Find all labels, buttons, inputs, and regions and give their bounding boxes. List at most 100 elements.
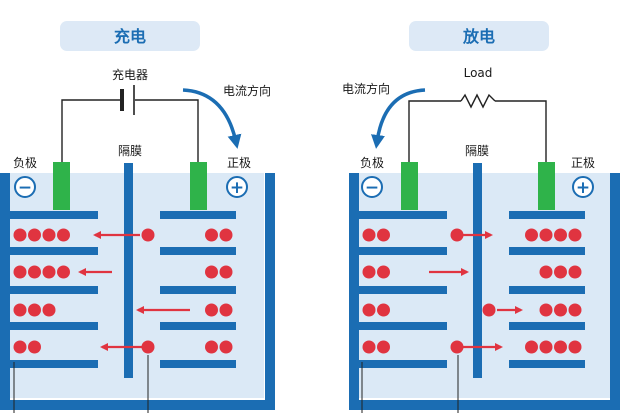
lithium-ion — [13, 303, 27, 317]
lithium-ion — [554, 340, 567, 354]
discharge-wire-right — [495, 100, 547, 162]
lithium-ion — [28, 265, 41, 279]
discharge-separator — [473, 163, 482, 378]
discharge-panel: 放电 Load 电流方向 负极 正极 隔膜 − + — [342, 21, 620, 413]
lithium-ion — [362, 340, 376, 354]
charge-positive-sign: + — [230, 178, 244, 198]
charge-wire — [61, 99, 121, 162]
lithium-ion — [568, 303, 582, 317]
lithium-ion — [219, 265, 233, 279]
lithium-ion — [13, 340, 27, 354]
anode-layer — [359, 247, 447, 255]
lithium-ion — [219, 340, 233, 354]
lithium-ion — [568, 265, 582, 279]
charge-title: 充电 — [114, 27, 146, 46]
cathode-layer — [160, 211, 236, 219]
load-label: Load — [464, 66, 493, 80]
anode-layer — [10, 360, 98, 368]
lithium-ion — [42, 228, 56, 242]
charge-positive-terminal — [190, 162, 207, 210]
discharge-positive-label: 正极 — [571, 156, 595, 170]
charge-positive-label: 正极 — [227, 156, 251, 170]
lithium-ion — [539, 228, 553, 242]
lithium-ion — [568, 228, 582, 242]
lithium-ion — [554, 303, 567, 317]
charge-negative-label: 负极 — [13, 156, 37, 170]
discharge-positive-terminal — [538, 162, 555, 210]
discharge-current-label: 电流方向 — [342, 81, 390, 96]
lithium-ion — [42, 303, 56, 317]
cathode-layer — [160, 360, 236, 368]
discharge-current-arrow — [371, 88, 426, 149]
discharge-electrodes — [359, 211, 585, 368]
charge-positive-icon — [226, 176, 248, 198]
lithium-ion — [377, 228, 390, 242]
lithium-ion — [362, 303, 376, 317]
lithium-ion — [554, 228, 567, 242]
charge-container — [0, 173, 275, 410]
lithium-ion — [219, 303, 233, 317]
charge-wire-right — [135, 99, 199, 162]
cathode-layer — [509, 247, 585, 255]
discharge-negative-sign: − — [365, 178, 379, 198]
anode-layer — [359, 322, 447, 330]
lithium-ion — [57, 228, 70, 242]
anode-layer — [359, 360, 447, 368]
lithium-ion — [539, 265, 553, 279]
charge-current-label: 电流方向 — [223, 83, 271, 98]
lithium-ion — [13, 228, 27, 242]
cathode-layer — [160, 247, 236, 255]
lithium-ion — [362, 228, 376, 242]
charge-negative-icon — [14, 176, 36, 198]
discharge-negative-label: 负极 — [360, 156, 384, 170]
migrating-ion — [141, 340, 155, 354]
cathode-layer — [509, 286, 585, 294]
charge-negative-sign: − — [18, 178, 32, 198]
discharge-positive-sign: + — [576, 178, 590, 198]
lithium-ion — [539, 303, 553, 317]
cathode-layer — [160, 322, 236, 330]
lithium-ion — [57, 265, 70, 279]
anode-layer — [359, 211, 447, 219]
discharge-container — [349, 173, 620, 410]
lithium-ion — [362, 265, 376, 279]
discharge-wire — [408, 100, 461, 162]
lithium-ion — [554, 265, 567, 279]
anode-layer — [10, 322, 98, 330]
lithium-ion — [377, 265, 390, 279]
cathode-layer — [509, 322, 585, 330]
charge-separator — [124, 163, 133, 378]
lithium-ion — [539, 340, 553, 354]
lithium-ion — [42, 265, 56, 279]
cathode-layer — [160, 286, 236, 294]
charge-separator-label: 隔膜 — [118, 144, 142, 158]
discharge-title-pill — [409, 21, 549, 51]
discharge-title: 放电 — [462, 27, 495, 46]
charge-negative-terminal — [53, 162, 70, 210]
discharge-positive-icon — [572, 176, 594, 198]
lithium-ion — [377, 303, 390, 317]
cathode-layer — [509, 211, 585, 219]
anode-layer — [10, 247, 98, 255]
migrating-ion — [450, 340, 464, 354]
lithium-ion — [205, 265, 218, 279]
anode-layer — [359, 286, 447, 294]
charger-label: 充电器 — [112, 67, 148, 82]
lithium-ion — [525, 228, 538, 242]
lithium-ion — [205, 340, 218, 354]
migrating-ion — [450, 228, 464, 242]
lithium-ion — [205, 228, 218, 242]
lithium-ion — [13, 265, 27, 279]
lithium-ion — [205, 303, 218, 317]
migrating-ion — [482, 303, 496, 317]
lithium-ion — [377, 340, 390, 354]
cathode-layer — [509, 360, 585, 368]
anode-layer — [10, 286, 98, 294]
migrating-ion — [141, 228, 155, 242]
charge-panel: 充电 充电器 电流方向 负极 正极 隔膜 − + — [0, 21, 275, 413]
charge-title-pill — [60, 21, 200, 51]
discharge-negative-icon — [361, 176, 383, 198]
discharge-separator-label: 隔膜 — [465, 144, 489, 158]
discharge-negative-terminal — [401, 162, 418, 210]
lithium-ion — [568, 340, 582, 354]
